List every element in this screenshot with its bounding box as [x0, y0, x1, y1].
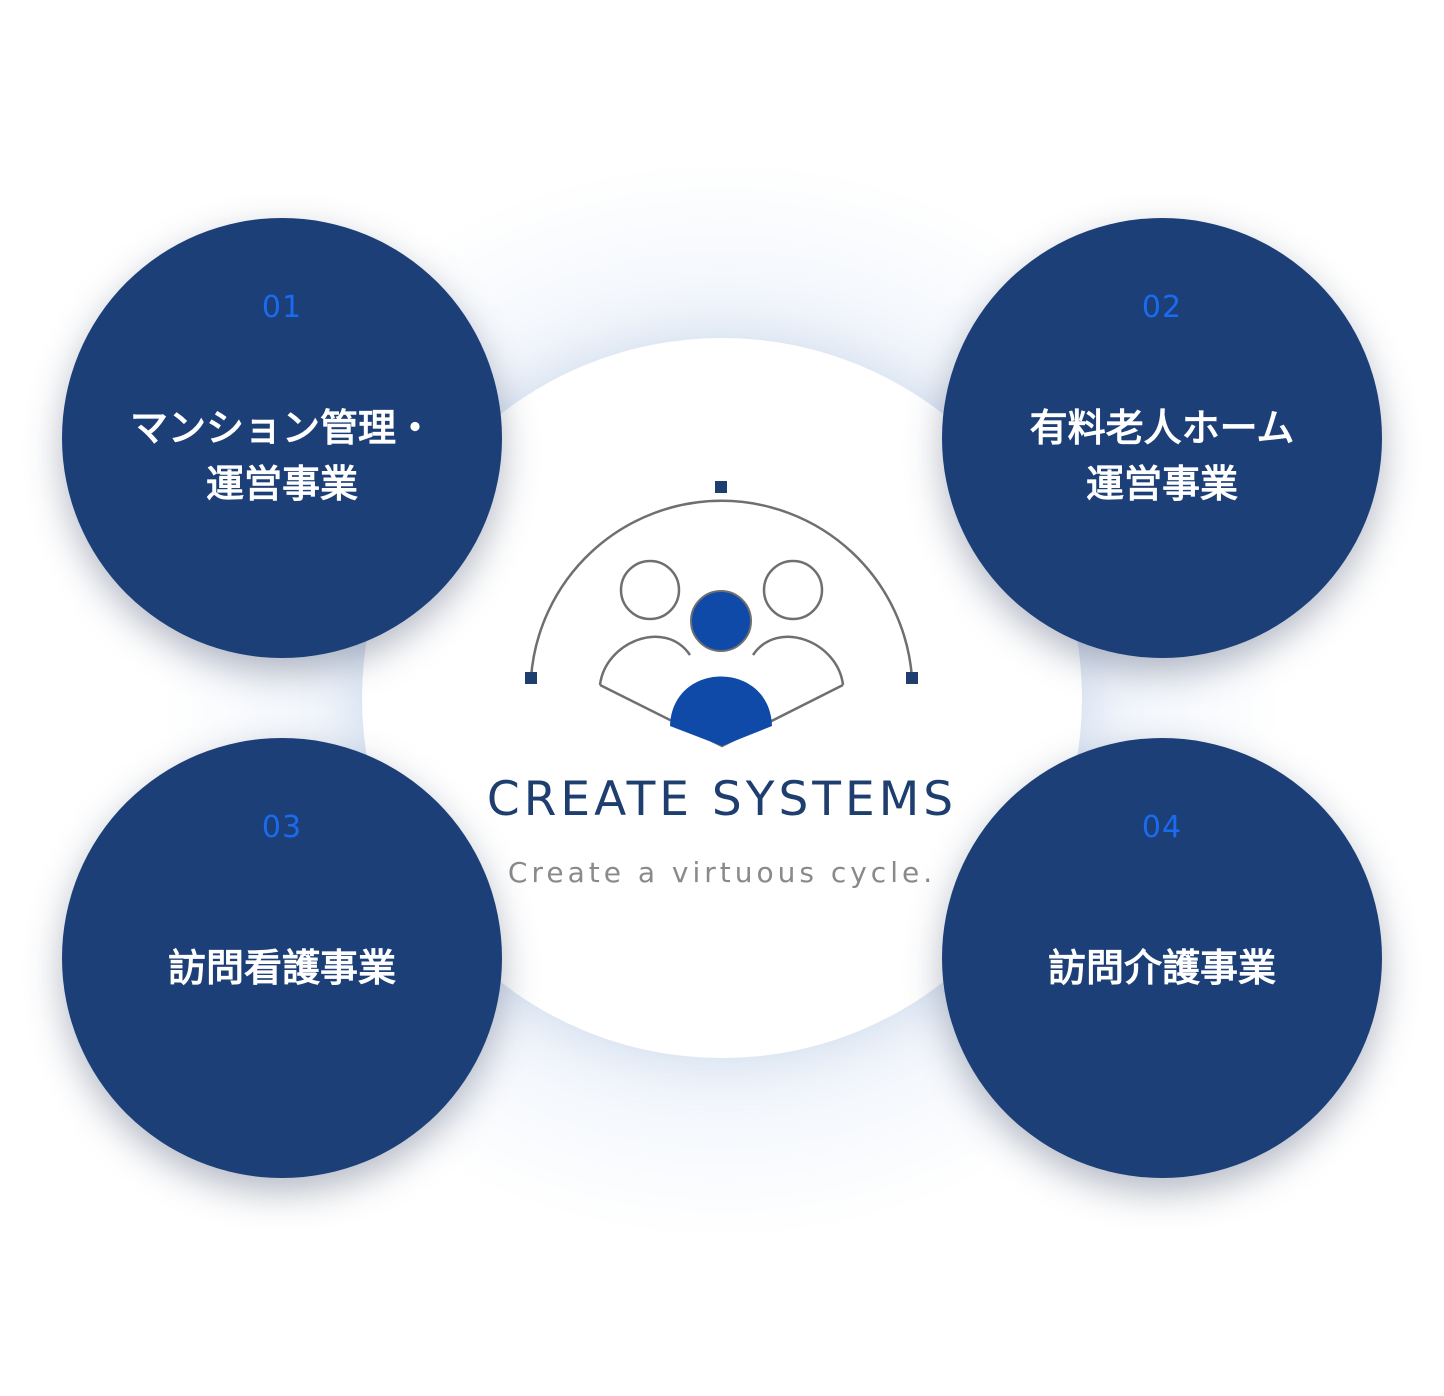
business-number: 03 [261, 810, 303, 845]
business-label: 訪問介護事業 [962, 940, 1362, 996]
business-label-line1: 有料老人ホーム [1029, 406, 1295, 450]
business-label-line2: 運営事業 [1085, 462, 1238, 506]
business-label: 訪問看護事業 [82, 940, 482, 996]
business-circle-03[interactable]: 03 訪問看護事業 [62, 738, 502, 1178]
business-label-line1: 訪問看護事業 [167, 946, 396, 990]
business-number: 02 [1141, 290, 1183, 325]
business-number: 04 [1141, 810, 1183, 845]
people-logo-icon [525, 481, 918, 748]
business-number: 01 [261, 290, 303, 325]
business-label: マンション管理・ 運営事業 [82, 400, 482, 512]
business-label-line1: 訪問介護事業 [1047, 946, 1276, 990]
business-circle-04[interactable]: 04 訪問介護事業 [942, 738, 1382, 1178]
business-label-line2: 運営事業 [205, 462, 358, 506]
business-circle-01[interactable]: 01 マンション管理・ 運営事業 [62, 218, 502, 658]
business-label: 有料老人ホーム 運営事業 [962, 400, 1362, 512]
business-label-line1: マンション管理・ [129, 406, 434, 450]
brand-name: CREATE SYSTEMS [486, 772, 958, 827]
business-circle-02[interactable]: 02 有料老人ホーム 運営事業 [942, 218, 1382, 658]
brand-tagline: Create a virtuous cycle. [507, 856, 937, 889]
